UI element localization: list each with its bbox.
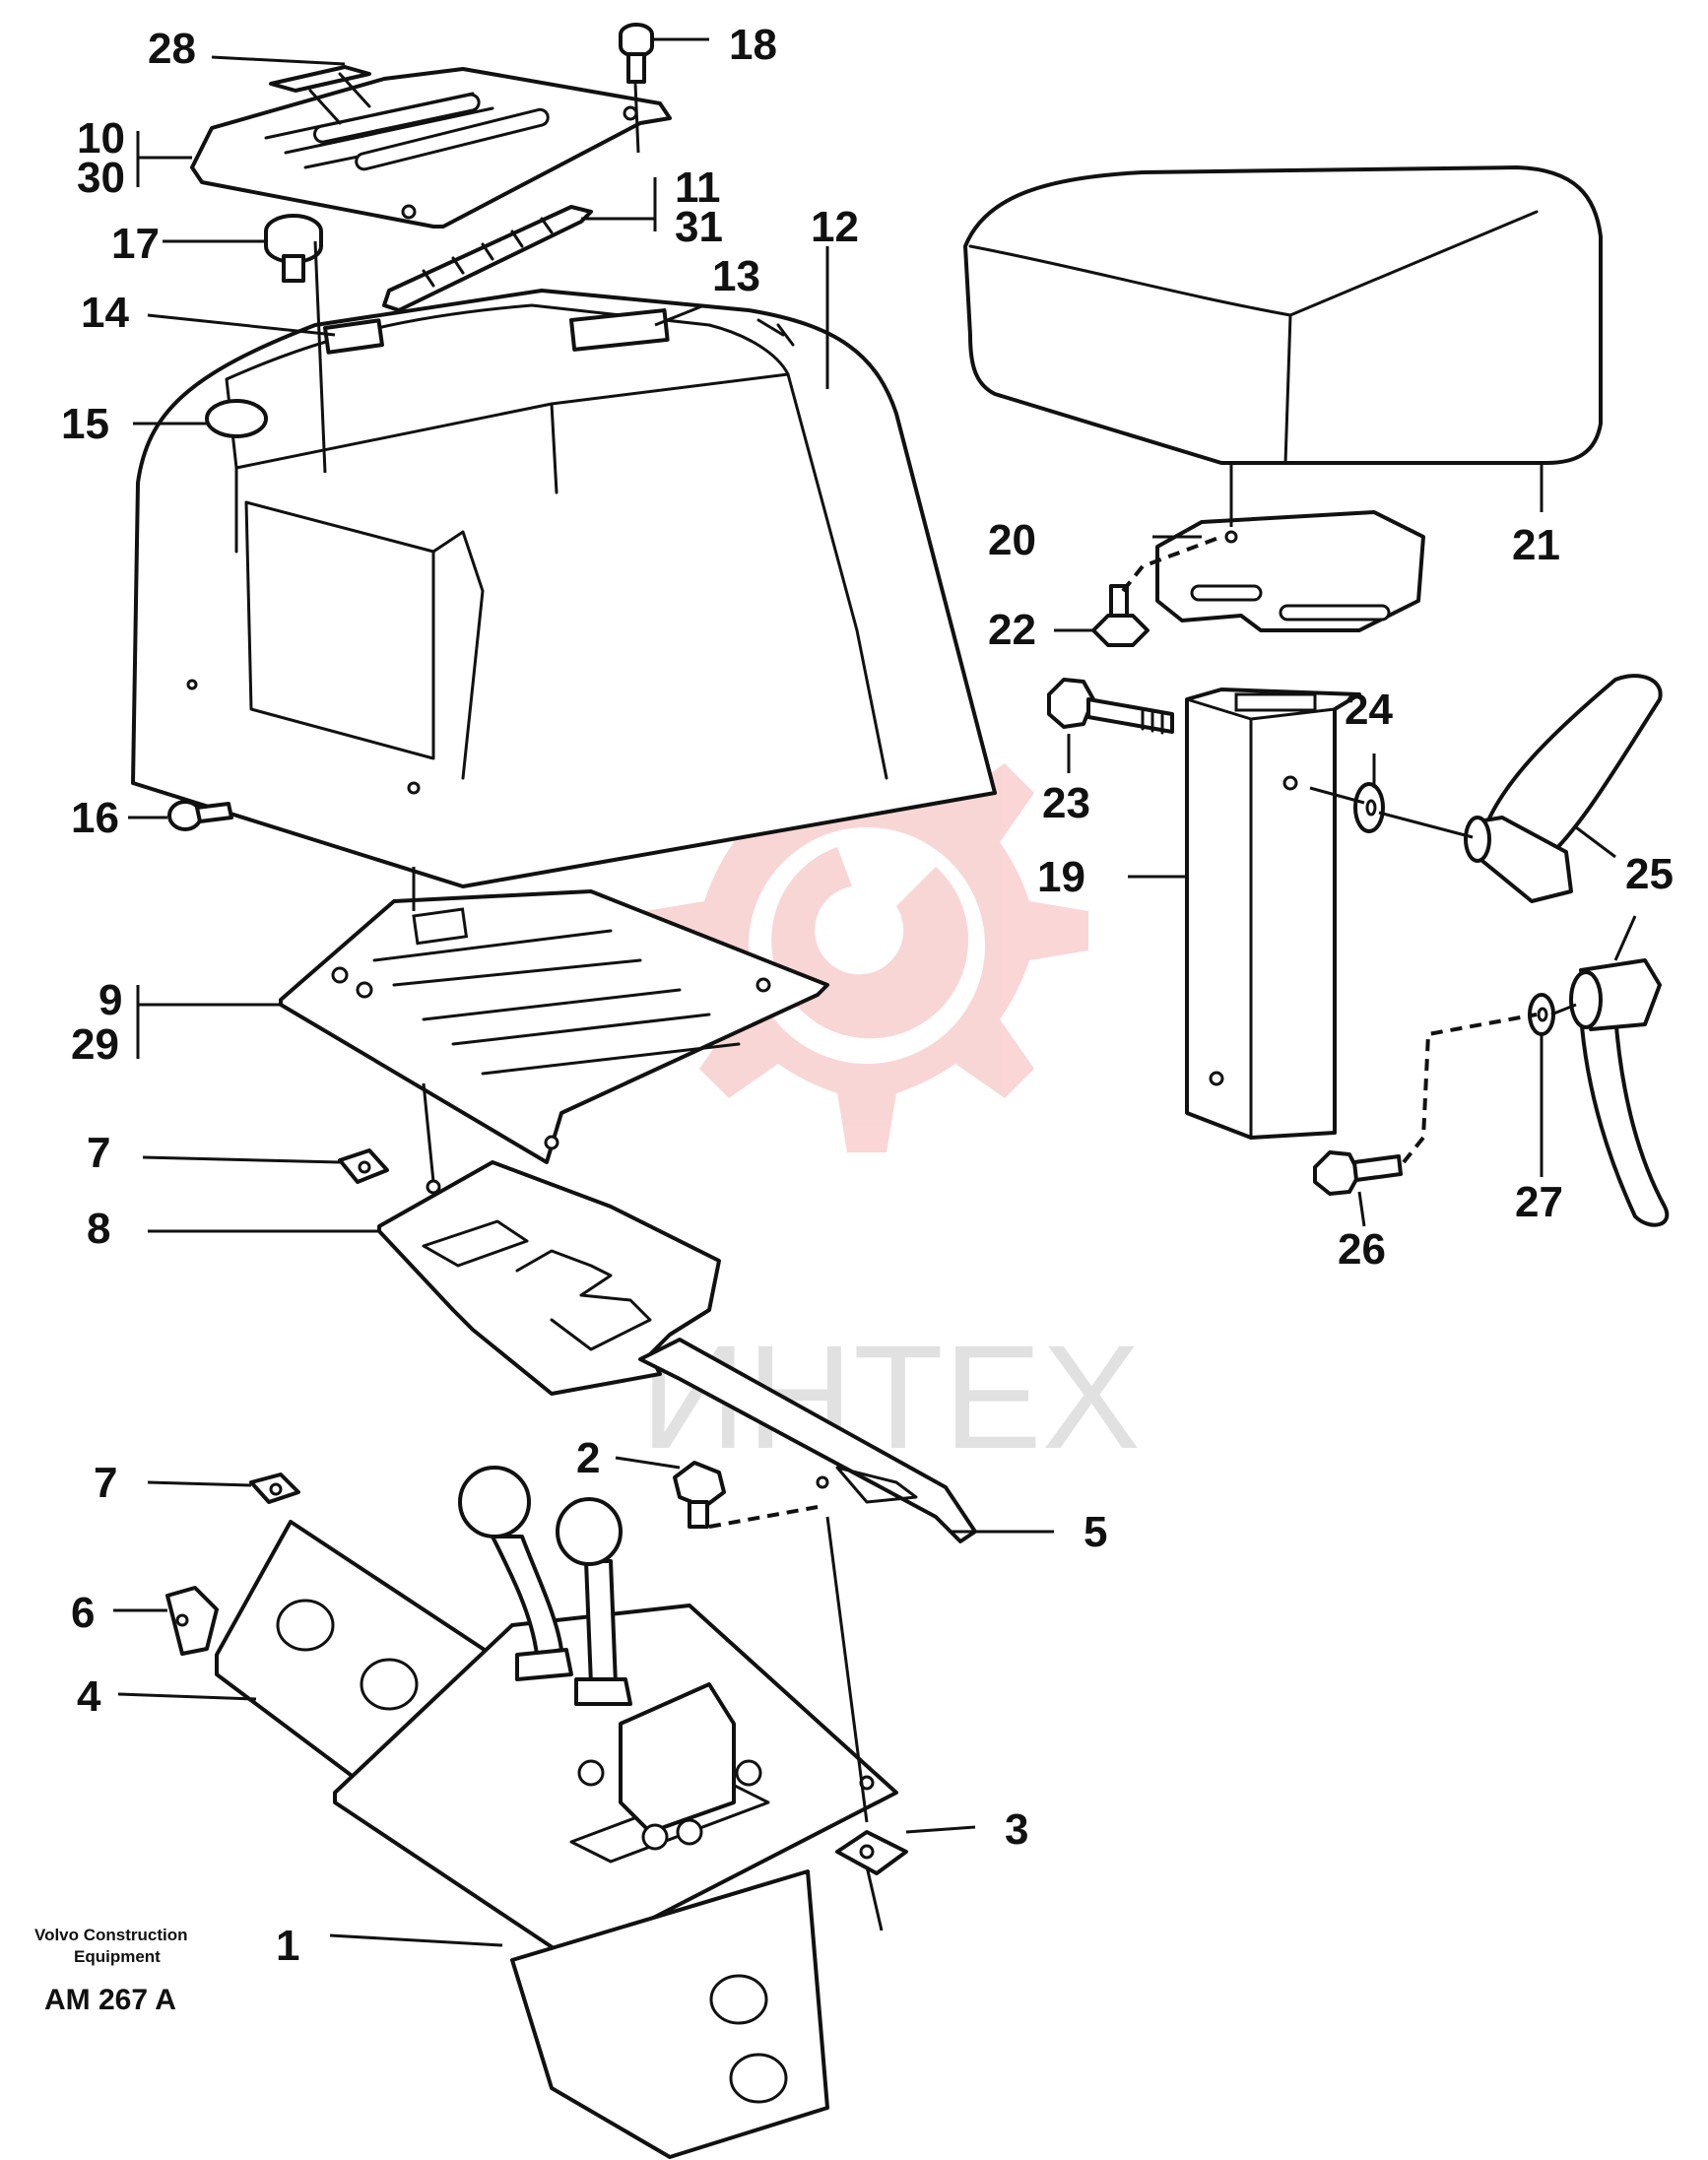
callout-13: 13	[712, 252, 760, 300]
clamp-handle-25-upper	[1464, 674, 1663, 903]
callout-23: 23	[1042, 779, 1090, 827]
bolt-23	[1047, 678, 1174, 735]
rubber-strip	[382, 205, 593, 312]
dashed-assembly-lines	[708, 535, 1538, 1529]
callout-24: 24	[1345, 686, 1393, 734]
washer-24	[1353, 782, 1385, 833]
callout-7-upper: 7	[87, 1129, 110, 1177]
callout-16: 16	[71, 794, 119, 842]
diagram-caption: Volvo Construction Equipment AM 267 A	[34, 1926, 188, 2016]
callout-21: 21	[1512, 521, 1560, 569]
leader-lines	[113, 37, 1637, 1947]
callout-27: 27	[1515, 1178, 1563, 1226]
rail-bracket	[638, 1338, 977, 1543]
callout-18: 18	[729, 21, 777, 69]
clip-nut-3	[835, 1830, 908, 1875]
callout-4: 4	[77, 1672, 101, 1721]
callout-19: 19	[1037, 853, 1085, 901]
callout-12: 12	[811, 203, 859, 251]
bolt-22	[1091, 584, 1150, 647]
bolt-18	[619, 23, 654, 84]
callout-3: 3	[1005, 1805, 1028, 1854]
callout-10: 10	[77, 114, 125, 163]
callout-30: 30	[77, 154, 125, 202]
clamp-handle-25-lower	[1569, 958, 1670, 1227]
callout-1: 1	[276, 1922, 299, 1970]
callout-17: 17	[111, 220, 160, 268]
screw-16	[167, 800, 233, 831]
callout-7-lower: 7	[94, 1459, 117, 1507]
caption-maker-line2: Equipment	[74, 1947, 161, 1966]
callout-22: 22	[988, 606, 1036, 654]
control-lever-left	[458, 1466, 573, 1681]
console-cover-housing	[131, 289, 997, 888]
callout-9: 9	[99, 976, 122, 1024]
callout-26: 26	[1338, 1225, 1386, 1274]
callout-labels: 28 18 10 30 11 31 12 17 13 14 15 20 21 2…	[61, 21, 1674, 1970]
valve-base-assembly	[333, 1604, 898, 2159]
callout-15: 15	[61, 400, 109, 448]
caption-maker-line1: Volvo Construction	[34, 1926, 188, 1944]
armrest-bracket	[1155, 510, 1425, 632]
caption-drawing-code: AM 267 A	[44, 1984, 176, 2016]
bolt-26	[1313, 1150, 1403, 1196]
gate-plate	[377, 1160, 721, 1396]
callout-5: 5	[1084, 1508, 1107, 1556]
callout-2: 2	[576, 1434, 600, 1482]
callout-28: 28	[148, 25, 196, 73]
callout-29: 29	[71, 1020, 119, 1069]
callout-11: 11	[675, 164, 721, 212]
callout-31: 31	[675, 203, 723, 251]
support-post	[1185, 687, 1361, 1140]
armrest-cushion	[963, 165, 1603, 465]
callout-25: 25	[1625, 850, 1674, 898]
clip-6	[165, 1586, 219, 1656]
knob-17	[264, 214, 323, 283]
top-cover-plate	[190, 65, 672, 229]
clip-nut-7-upper	[338, 1148, 389, 1184]
control-lever-right	[556, 1497, 632, 1706]
callout-20: 20	[988, 516, 1036, 564]
clip-nut-7-lower	[249, 1473, 300, 1504]
callout-6: 6	[71, 1589, 95, 1637]
callout-14: 14	[81, 289, 129, 337]
bolt-2	[673, 1461, 726, 1529]
callout-8: 8	[87, 1205, 110, 1253]
lower-cover-plate	[279, 889, 829, 1164]
